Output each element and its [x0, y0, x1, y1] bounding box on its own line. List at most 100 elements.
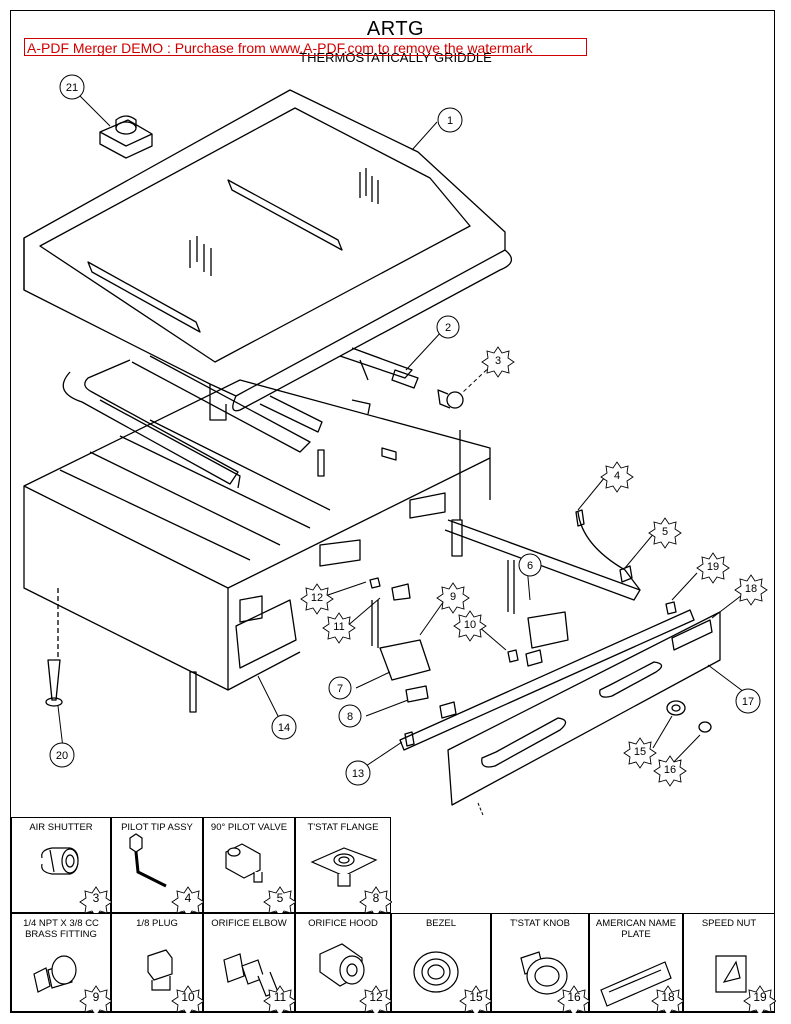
part-number: 19 [753, 990, 767, 1004]
callout-2-label: 2 [445, 322, 451, 334]
callout-6-circle[interactable] [518, 553, 542, 577]
legs-drawing [45, 449, 463, 713]
part-name: AMERICAN NAME PLATE [595, 918, 677, 940]
part-number: 15 [469, 990, 483, 1004]
part-number-starburst [263, 886, 296, 914]
callout-20-label: 20 [56, 750, 68, 762]
part-18-icon [600, 961, 684, 1013]
part-number: 9 [92, 990, 100, 1004]
part-number-starburst [171, 985, 204, 1013]
part-8-icon [310, 847, 392, 914]
callout-5-starburst[interactable] [648, 517, 682, 549]
part-11-icon [223, 953, 296, 1013]
regulator-drawing [99, 115, 153, 159]
part-name: ORIFICE HOOD [308, 918, 378, 929]
callout-8-label: 8 [347, 711, 353, 723]
callout-18-starburst[interactable] [734, 574, 768, 606]
callout-8-circle[interactable] [338, 704, 362, 728]
part-number-starburst [359, 985, 392, 1013]
part-number-starburst [79, 985, 112, 1013]
callout-4-label: 4 [614, 470, 620, 482]
callout-20-circle[interactable] [49, 742, 75, 768]
part-name: AIR SHUTTER [29, 822, 93, 833]
callout-9-label: 9 [450, 591, 456, 603]
part-5-icon [225, 843, 296, 914]
part-cell-15: BEZEL 15 [391, 913, 492, 1013]
callout-10-label: 10 [464, 619, 476, 631]
callout-4-starburst[interactable] [600, 461, 634, 493]
callout-21-label: 21 [66, 82, 78, 94]
part-15-icon [413, 951, 492, 1013]
callout-7-circle[interactable] [328, 676, 352, 700]
callout-2-circle[interactable] [436, 315, 460, 339]
part-number-starburst [459, 985, 492, 1013]
part-number-starburst [359, 886, 392, 914]
part-number-starburst [557, 985, 590, 1013]
callout-7-label: 7 [337, 683, 343, 695]
callout-19-label: 19 [707, 561, 719, 573]
callout-18-label: 18 [745, 583, 757, 595]
callout-19-starburst[interactable] [696, 552, 730, 584]
part-number-starburst [651, 985, 684, 1013]
part-number: 12 [369, 990, 383, 1004]
part-cell-9: 1/4 npt x 3/8 cc BRASS FITTING 9 [11, 913, 112, 1013]
callout-3-starburst[interactable] [481, 346, 515, 378]
part-cell-10: 1/8 PLUG 10 [111, 913, 204, 1013]
callout-10-starburst[interactable] [453, 610, 487, 642]
griddle-plate-drawing [23, 89, 512, 421]
part-name: T'STAT FLANGE [307, 822, 379, 833]
drawing-subtitle: THERMOSTATICALLY GRIDDLE [299, 50, 492, 65]
part-16-icon [520, 951, 590, 1013]
part-name: 90° PILOT VALVE [210, 822, 288, 833]
callout-9-starburst[interactable] [436, 582, 470, 614]
part-number: 8 [372, 891, 380, 905]
part-name: 1/8 PLUG [136, 918, 178, 929]
part-number-starburst [263, 985, 296, 1013]
drawing-frame [10, 10, 775, 1013]
part-19-icon [715, 955, 776, 1013]
part-cell-8: T'STAT FLANGE 8 [295, 817, 392, 914]
part-name: SPEED NUT [701, 918, 757, 929]
part-number: 10 [181, 990, 195, 1004]
part-3-icon [41, 847, 112, 914]
callout-14-circle[interactable] [271, 714, 297, 740]
part-cell-18: AMERICAN NAME PLATE 18 [589, 913, 684, 1013]
callout-13-label: 13 [352, 768, 364, 780]
part-name: BEZEL [425, 918, 457, 929]
part-4-icon [129, 833, 204, 914]
part-name: ORIFICE ELBOW [211, 918, 287, 929]
front-panel-drawing [351, 359, 721, 806]
small-parts-drawing [369, 369, 677, 747]
part-cell-5: 90° PILOT VALVE 5 [203, 817, 296, 914]
watermark-banner: A-PDF Merger DEMO : Purchase from www.A-… [24, 38, 587, 56]
part-cell-4: PILOT TIP ASSY 4 [111, 817, 204, 914]
manifold-valves-drawing [371, 511, 695, 751]
part-number: 18 [661, 990, 675, 1004]
callout-15-label: 15 [634, 746, 646, 758]
callout-13-circle[interactable] [345, 760, 371, 786]
callout-17-label: 17 [742, 696, 754, 708]
callout-11-starburst[interactable] [322, 612, 356, 644]
part-9-icon [33, 955, 112, 1013]
callout-16-starburst[interactable] [653, 755, 687, 787]
callout-15-starburst[interactable] [623, 737, 657, 769]
part-name: PILOT TIP ASSY [121, 822, 193, 833]
part-cell-11: ORIFICE ELBOW 11 [203, 913, 296, 1013]
callout-3-label: 3 [495, 355, 501, 367]
callout-16-label: 16 [664, 764, 676, 776]
callout-1-circle[interactable] [437, 107, 463, 133]
callout-17-circle[interactable] [735, 688, 761, 714]
part-number: 11 [273, 990, 287, 1004]
part-10-icon [147, 949, 204, 1013]
part-number: 16 [567, 990, 581, 1004]
callout-21-circle[interactable] [59, 74, 85, 100]
part-number: 4 [184, 891, 192, 905]
part-number: 5 [276, 891, 284, 905]
callout-12-starburst[interactable] [300, 583, 334, 615]
part-cell-12: ORIFICE HOOD 12 [295, 913, 392, 1013]
part-name: 1/4 npt x 3/8 cc BRASS FITTING [23, 918, 99, 940]
